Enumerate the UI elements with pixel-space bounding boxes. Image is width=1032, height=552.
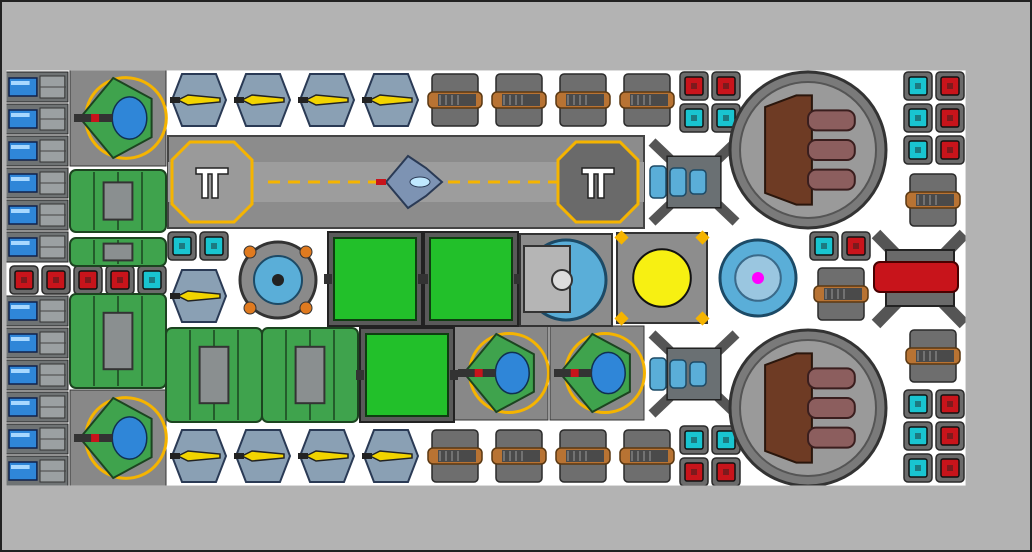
armor-block[interactable] bbox=[165, 327, 263, 423]
power-node[interactable] bbox=[935, 103, 965, 133]
armor-block[interactable] bbox=[69, 237, 167, 267]
power-node[interactable] bbox=[903, 389, 933, 419]
railgun-turret[interactable] bbox=[234, 73, 292, 127]
power-node[interactable] bbox=[841, 231, 871, 261]
thruster-module[interactable] bbox=[6, 135, 69, 167]
docked-fighter[interactable] bbox=[376, 154, 444, 210]
railgun-turret[interactable] bbox=[362, 429, 420, 483]
power-node[interactable] bbox=[167, 231, 197, 261]
power-node[interactable] bbox=[9, 265, 39, 295]
laser-turret[interactable] bbox=[871, 229, 966, 329]
power-node[interactable] bbox=[809, 231, 839, 261]
thruster-module[interactable] bbox=[6, 391, 69, 423]
thruster-module[interactable] bbox=[6, 359, 69, 391]
power-node[interactable] bbox=[935, 71, 965, 101]
power-node[interactable] bbox=[679, 103, 709, 133]
cannon-turret[interactable] bbox=[813, 267, 869, 321]
railgun-turret[interactable] bbox=[170, 269, 228, 323]
thruster-module[interactable] bbox=[6, 295, 69, 327]
engine-hub[interactable] bbox=[238, 240, 318, 320]
cannon-turret[interactable] bbox=[427, 429, 483, 483]
heavy-turret[interactable] bbox=[728, 70, 888, 230]
power-node[interactable] bbox=[679, 71, 709, 101]
shield-generator[interactable] bbox=[519, 233, 613, 327]
gatling-turret[interactable] bbox=[453, 325, 550, 421]
cannon-turret[interactable] bbox=[427, 73, 483, 127]
thruster-module[interactable] bbox=[6, 71, 69, 103]
power-node[interactable] bbox=[935, 421, 965, 451]
thruster-module[interactable] bbox=[6, 231, 69, 263]
power-node[interactable] bbox=[137, 265, 167, 295]
power-node[interactable] bbox=[711, 103, 741, 133]
railgun-turret[interactable] bbox=[298, 429, 356, 483]
power-node[interactable] bbox=[935, 135, 965, 165]
cannon-turret[interactable] bbox=[619, 73, 675, 127]
power-node[interactable] bbox=[903, 71, 933, 101]
cannon-turret[interactable] bbox=[905, 329, 961, 383]
ship-layout-canvas bbox=[6, 70, 966, 486]
hangar-door-left[interactable] bbox=[170, 140, 254, 224]
power-node[interactable] bbox=[903, 135, 933, 165]
thruster-module[interactable] bbox=[6, 103, 69, 135]
armor-block[interactable] bbox=[69, 293, 167, 389]
power-cell[interactable] bbox=[324, 231, 426, 327]
power-node[interactable] bbox=[711, 457, 741, 486]
cannon-turret[interactable] bbox=[491, 73, 547, 127]
power-node[interactable] bbox=[903, 421, 933, 451]
reactor-core[interactable] bbox=[614, 230, 710, 326]
thruster-module[interactable] bbox=[6, 423, 69, 455]
power-cell[interactable] bbox=[420, 231, 522, 327]
power-node[interactable] bbox=[199, 231, 229, 261]
shield-emitter[interactable] bbox=[648, 138, 740, 226]
gatling-turret[interactable] bbox=[69, 389, 168, 486]
railgun-turret[interactable] bbox=[234, 429, 292, 483]
power-cell[interactable] bbox=[356, 327, 458, 423]
hangar-door-right[interactable] bbox=[556, 140, 640, 224]
armor-block[interactable] bbox=[69, 169, 167, 233]
cannon-turret[interactable] bbox=[555, 73, 611, 127]
armor-block[interactable] bbox=[261, 327, 359, 423]
hangar-bay[interactable] bbox=[167, 135, 645, 229]
power-node[interactable] bbox=[41, 265, 71, 295]
ship-deck bbox=[6, 70, 966, 486]
power-node[interactable] bbox=[711, 71, 741, 101]
heavy-turret[interactable] bbox=[728, 328, 888, 486]
power-node[interactable] bbox=[935, 453, 965, 483]
gatling-turret[interactable] bbox=[549, 325, 646, 421]
thruster-module[interactable] bbox=[6, 199, 69, 231]
cannon-turret[interactable] bbox=[555, 429, 611, 483]
warp-core[interactable] bbox=[718, 238, 798, 318]
power-node[interactable] bbox=[903, 453, 933, 483]
cannon-turret[interactable] bbox=[905, 173, 961, 227]
thruster-module[interactable] bbox=[6, 167, 69, 199]
gatling-turret[interactable] bbox=[69, 70, 168, 167]
railgun-turret[interactable] bbox=[170, 429, 228, 483]
cannon-turret[interactable] bbox=[491, 429, 547, 483]
power-node[interactable] bbox=[903, 103, 933, 133]
power-node[interactable] bbox=[679, 425, 709, 455]
power-node[interactable] bbox=[105, 265, 135, 295]
thruster-module[interactable] bbox=[6, 455, 69, 486]
cannon-turret[interactable] bbox=[619, 429, 675, 483]
power-node[interactable] bbox=[679, 457, 709, 486]
power-node[interactable] bbox=[935, 389, 965, 419]
shield-emitter[interactable] bbox=[648, 330, 740, 418]
railgun-turret[interactable] bbox=[298, 73, 356, 127]
power-node[interactable] bbox=[73, 265, 103, 295]
thruster-module[interactable] bbox=[6, 327, 69, 359]
railgun-turret[interactable] bbox=[170, 73, 228, 127]
railgun-turret[interactable] bbox=[362, 73, 420, 127]
